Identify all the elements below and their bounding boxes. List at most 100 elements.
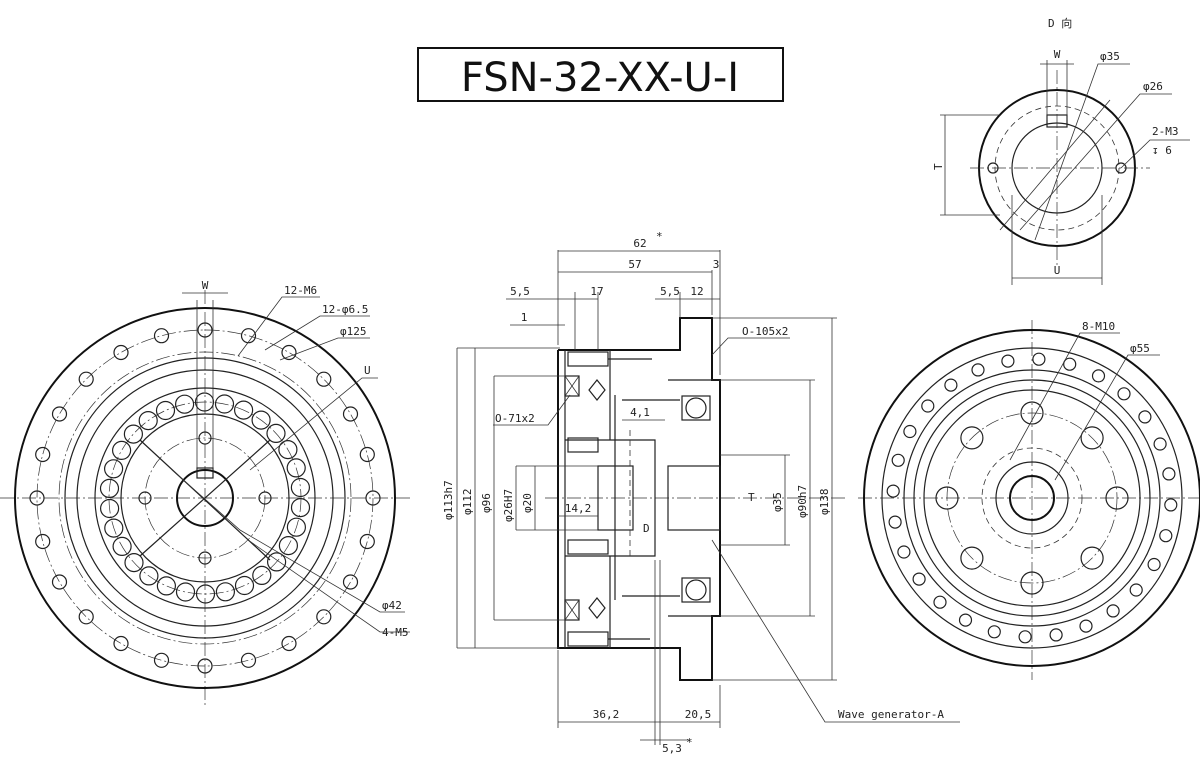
bearing-roller [214,394,235,414]
mounting-hole [1001,354,1015,368]
bearing-roller [138,411,158,431]
bearing-roller [155,400,176,421]
mounting-hole [240,652,257,668]
mounting-hole [51,574,68,590]
dim-36-2: 36,2 [593,708,620,721]
m10-hole [935,486,959,510]
dim-d138: φ138 [818,489,831,516]
dim-5-3: 5,3 [662,742,682,755]
mounting-hole [1117,387,1131,401]
mounting-hole [281,344,297,361]
mounting-hole [29,490,45,506]
bearing-roller [194,392,215,412]
right-diameter-dims: φ35 φ90h7 φ138 [712,317,837,681]
bearing-roller [234,575,255,596]
mounting-hole [113,344,129,361]
left-d42-label: φ42 [382,599,402,612]
d-view-m3-label: 2-M3 [1152,125,1179,138]
front-view-left: W 12-M6 12-φ6.5 φ125 U φ42 4-M5 [0,279,410,705]
m10-holes [935,401,1129,595]
left-d125-label: φ125 [340,325,367,338]
mounting-hole [1106,604,1120,618]
model-title: FSN-32-XX-U-I [461,55,739,101]
mounting-hole [153,652,170,668]
dim-20-5: 20,5 [685,708,712,721]
dim-57: 57 [628,258,641,271]
bearing-roller [286,517,306,537]
left-m6-label: 12-M6 [284,284,317,297]
front-view-right: 8-M10 φ55 [858,320,1200,680]
mounting-hole [35,533,51,550]
mounting-hole [987,625,1001,639]
mounting-hole [1018,630,1032,644]
left-d65-label: 12-φ6.5 [322,303,368,316]
d-label: D [643,522,650,535]
mounting-hole [365,490,381,506]
dim-4-1: 4,1 [630,406,650,419]
d-view-w-label: W [1054,48,1061,61]
d-view-t-label: T [932,163,945,170]
bearing-roller [215,582,235,602]
dim-5-3-star: * [686,736,693,749]
o-ring-105-label: O-105x2 [742,325,788,338]
mounting-hole [888,515,902,529]
title-block: FSN-32-XX-U-I [417,47,784,102]
d-view-u-label: U [1054,264,1061,277]
d-view-d35-label: φ35 [1100,50,1120,63]
mounting-holes-outer [29,322,381,674]
mounting-hole [1138,410,1152,424]
m10-hole [1020,401,1044,425]
dim-5-5-left: 5,5 [510,285,530,298]
mounting-holes-outer [886,352,1178,644]
mounting-hole [933,595,947,609]
bearing-roller [112,536,132,557]
bearing-roller [99,498,120,519]
bearing-roller [104,518,124,538]
mounting-hole [1159,529,1173,543]
bearing-roller [252,565,272,586]
right-m10-label: 8-M10 [1082,320,1115,333]
inner-hole [138,491,152,505]
wave-generator-label: Wave generator-A [838,708,944,721]
bearing-roller [278,535,298,556]
mounting-hole [921,399,935,413]
dim-d113: φ113h7 [442,480,455,520]
dim-d20: φ20 [521,493,534,513]
dim-62-star: * [656,230,663,243]
m10-hole [960,546,984,570]
bearing-roller [103,459,124,479]
mounting-hole [359,533,375,550]
bearing-roller [123,424,143,444]
d-view-title: D 向 [1048,16,1072,30]
bearing-roller [111,440,132,460]
bearing-roller [286,458,306,478]
dim-d112: φ112 [461,489,474,516]
left-m5-label: 4-M5 [382,626,409,639]
right-d55-label: φ55 [1130,342,1150,355]
bearing-roller [195,584,216,604]
dim-1: 1 [521,311,528,324]
mounting-hole [971,363,985,377]
dim-14-2: 14,2 [565,502,592,515]
bearing-roller [290,498,311,518]
bearing-rollers [99,392,311,604]
mounting-hole [1049,628,1063,642]
dim-12: 12 [690,285,703,298]
bearing-roller [99,478,120,498]
mounting-hole [903,424,917,439]
d-view-depth-label: ↧ 6 [1152,144,1172,157]
mounting-hole [51,406,68,422]
d-direction-view: D 向 W φ35 φ26 2-M3 ↧ 6 T U [932,16,1190,285]
mounting-hole [1032,352,1046,366]
mounting-hole [1079,619,1093,633]
bearing-roller [266,423,286,443]
mounting-hole [342,574,359,590]
bearing-roller [175,582,196,602]
d-view-d26-label: φ26 [1143,80,1163,93]
mounting-hole [1164,498,1178,512]
bearing-roller [278,440,298,460]
m10-hole [1020,571,1044,595]
mounting-hole [1153,437,1167,451]
mounting-hole [1129,583,1143,597]
